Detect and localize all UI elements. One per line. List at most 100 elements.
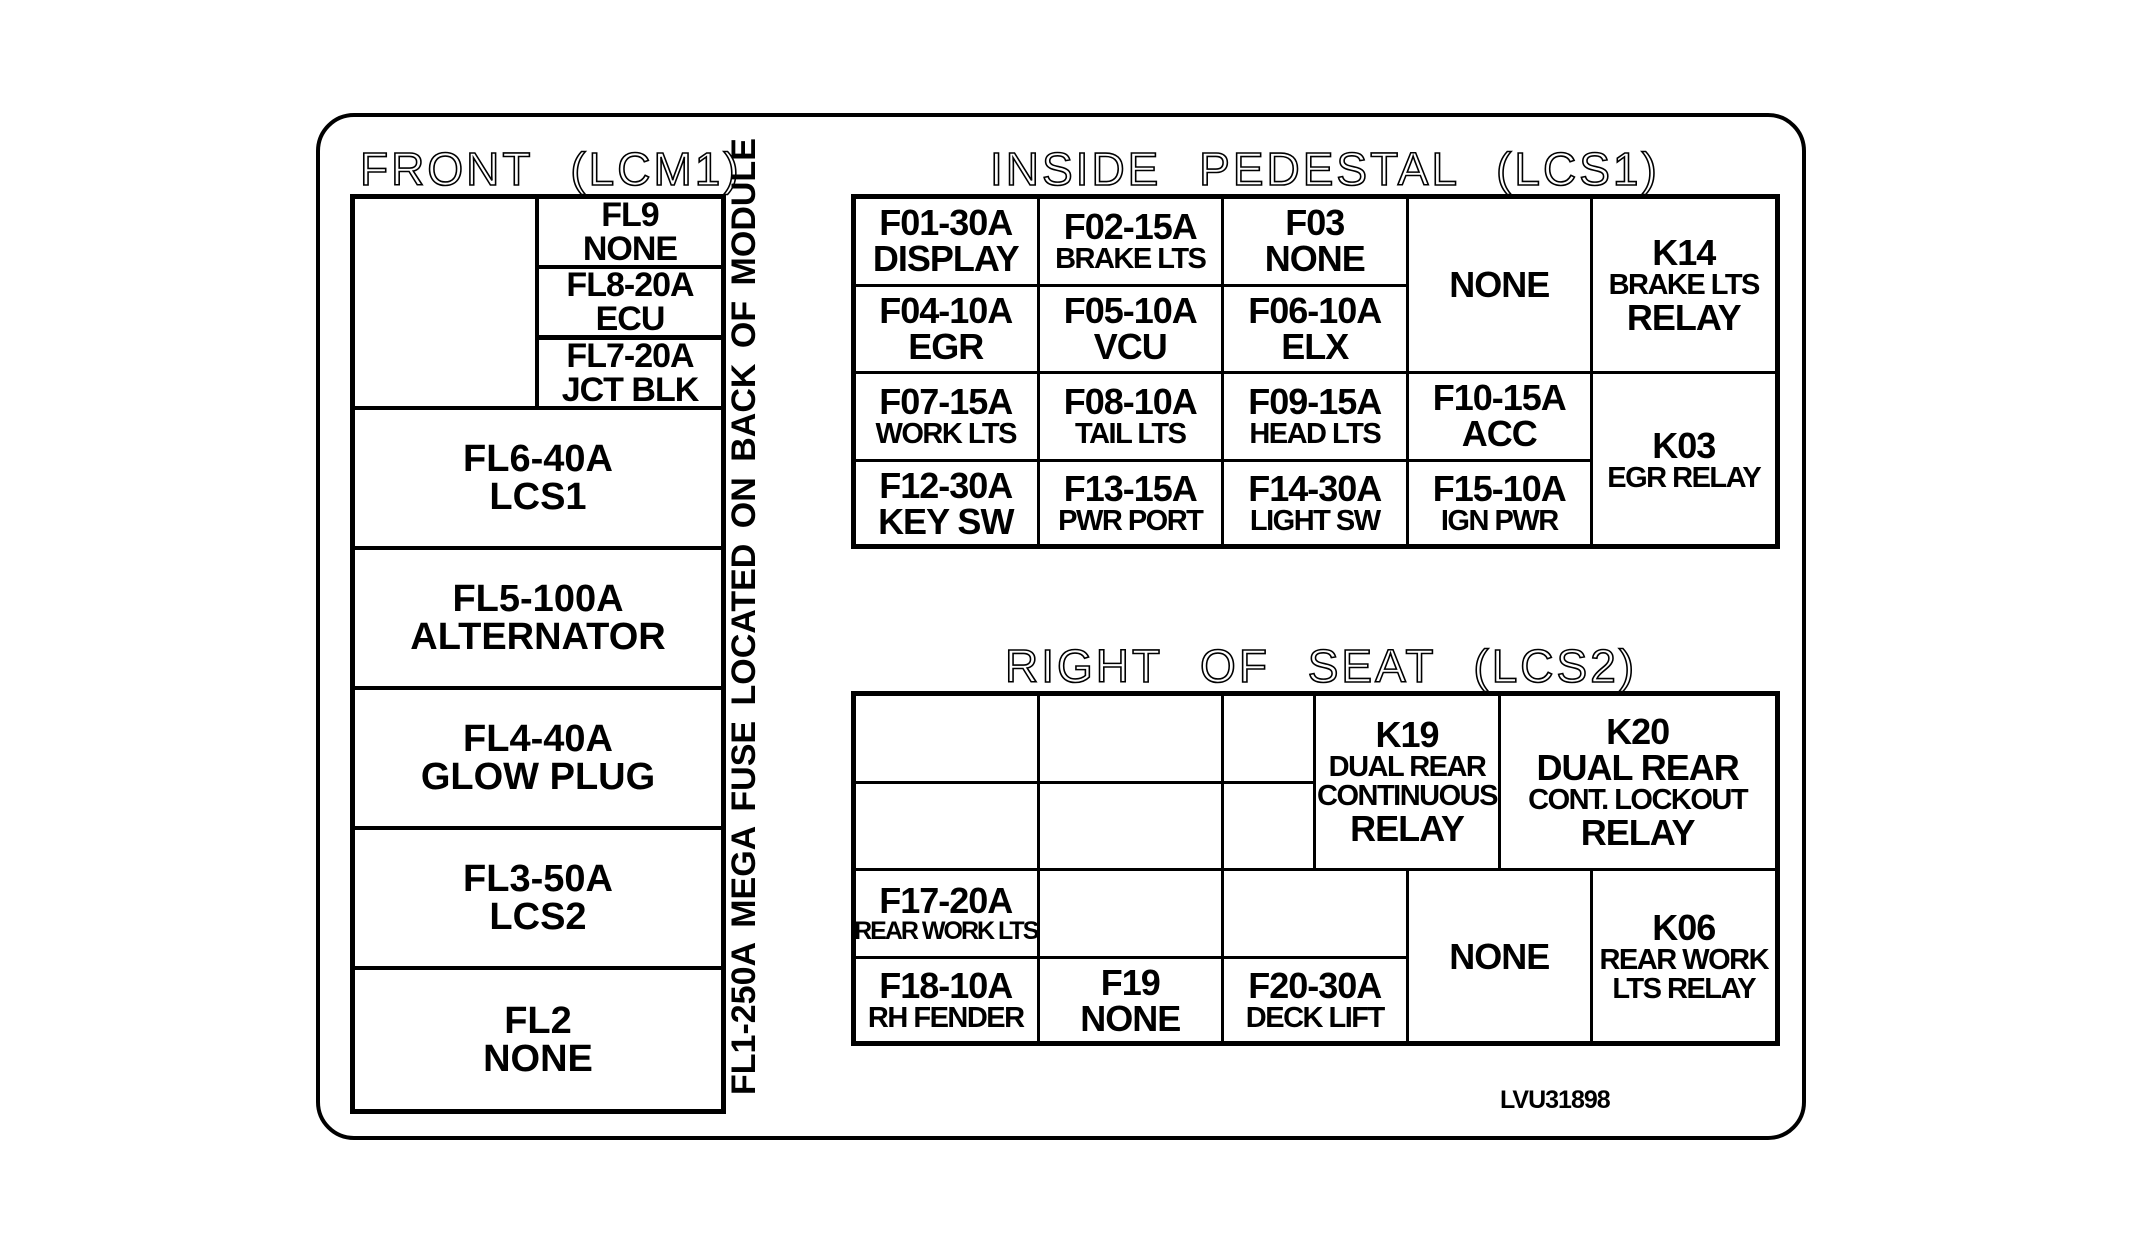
fuse-cell-r3c3 [1221, 868, 1409, 959]
fuse-cell-label: F07-15A [879, 380, 1013, 422]
fuse-cell-label: NONE [1449, 936, 1550, 977]
fuse-cell-label: FL6-40A [463, 438, 613, 480]
fuse-cell-label: RH FENDER [867, 1002, 1025, 1035]
fuse-cell-label: ECU [595, 300, 666, 338]
fuse-cell-r2c3 [1221, 780, 1317, 871]
fuse-cell-label: BRAKE LTS [1055, 242, 1207, 275]
fuse-cell-label: F06-10A [1248, 289, 1382, 331]
fuse-cell-label: NONE [483, 1037, 593, 1080]
fuse-cell-label: FL5-100A [452, 578, 624, 620]
fuse-cell-r3c2 [1036, 868, 1224, 959]
fuse-cell-label: NONE [1080, 997, 1181, 1039]
fuse-cell-label: ALTERNATOR [410, 616, 666, 658]
fuse-cell-label: WORK LTS [875, 417, 1018, 450]
fuse-cell-label: IGN PWR [1440, 505, 1559, 538]
fuse-cell-label: F02-15A [1063, 205, 1198, 247]
fuse-cell-label: ACC [1461, 413, 1538, 455]
fuse-label-card [316, 113, 1806, 1140]
fuse-cell-label: CONTINUOUS [1317, 780, 1498, 812]
fuse-cell-blank [352, 196, 538, 409]
fuse-cell-label: F14-30A [1248, 468, 1382, 510]
fuse-cell-r1c1 [852, 693, 1040, 784]
fuse-cell-label: F05-10A [1063, 289, 1198, 331]
fuse-cell-label: F10-15A [1432, 377, 1567, 419]
fuse-cell-label: F20-30A [1248, 965, 1382, 1007]
fuse-cell-label: F04-10A [879, 289, 1013, 331]
fuse-cell-label: TAIL LTS [1075, 417, 1187, 450]
fuse-cell-label: KEY SW [878, 500, 1014, 542]
front-title: FRONT (LCM1) [359, 143, 742, 195]
fuse-cell-label: F13-15A [1063, 468, 1198, 510]
fuse-cell-label: LCS2 [489, 896, 587, 938]
fuse-cell-label: DECK LIFT [1245, 1002, 1385, 1035]
fuse-cell-label: FL3-50A [463, 858, 613, 900]
fuse-cell-label: F15-10A [1432, 468, 1567, 510]
fuse-cell-label: RELAY [1626, 296, 1742, 338]
fuse-cell-label: FL2 [504, 999, 572, 1042]
fuse-cell-label: F19 [1100, 961, 1161, 1003]
fuse-cell-label: F12-30A [879, 464, 1013, 506]
fuse-cell-label: ELX [1281, 325, 1349, 367]
pedestal-title: INSIDE PEDESTAL (LCS1) [989, 143, 1660, 195]
fuse-cell-label: BRAKE LTS [1608, 268, 1761, 301]
fuse-cell-label: DUAL REAR [1328, 751, 1487, 783]
seat-title: RIGHT OF SEAT (LCS2) [1004, 640, 1638, 692]
fuse-cell-label: DISPLAY [872, 238, 1020, 280]
fuse-cell-r2c2 [1036, 780, 1224, 871]
fuse-cell-label: LIGHT SW [1249, 505, 1381, 538]
fuse-cell-label: NONE [1449, 264, 1550, 305]
fuse-cell-label: F09-15A [1248, 380, 1382, 422]
fuse-cell-r2c1 [852, 780, 1040, 871]
fuse-cell-label: FL8-20A [566, 266, 694, 304]
fuse-cell-label: FL7-20A [566, 337, 694, 375]
fuse-cell-none-a: NONE [1405, 196, 1593, 374]
fuse-cell-r1c3 [1221, 693, 1317, 784]
fuse-cell-label: K20 [1606, 710, 1670, 752]
fuse-cell-label: PWR PORT [1058, 505, 1204, 538]
fuse-cell-label: K14 [1652, 231, 1716, 273]
fuse-cell-label: F01-30A [879, 202, 1013, 244]
fuse-cell-label: JCT BLK [561, 371, 700, 409]
fuse-cell-label: HEAD LTS [1249, 417, 1381, 450]
fuse-cell-label: F17-20A [879, 879, 1013, 921]
fuse-cell-label: EGR [908, 325, 984, 367]
fuse-cell-label: REAR WORK [1599, 944, 1769, 976]
fuse-cell-label: NONE [582, 230, 678, 268]
fuse-cell-label: K19 [1375, 714, 1439, 755]
fuse-cell-label: VCU [1093, 325, 1168, 367]
fuse-cell-none-b: NONE [1405, 868, 1593, 1046]
fuse-cell-label: F08-10A [1063, 380, 1198, 422]
fuse-cell-label: DUAL REAR [1536, 746, 1739, 788]
fuse-cell-label: FL4-40A [463, 718, 613, 760]
fuse-cell-label: FL9 [601, 196, 659, 234]
fuse-cell-label: RELAY [1350, 808, 1465, 849]
fuse-cell-label: K03 [1652, 424, 1716, 466]
fuse-cell-label: REAR WORK LTS [854, 916, 1038, 945]
